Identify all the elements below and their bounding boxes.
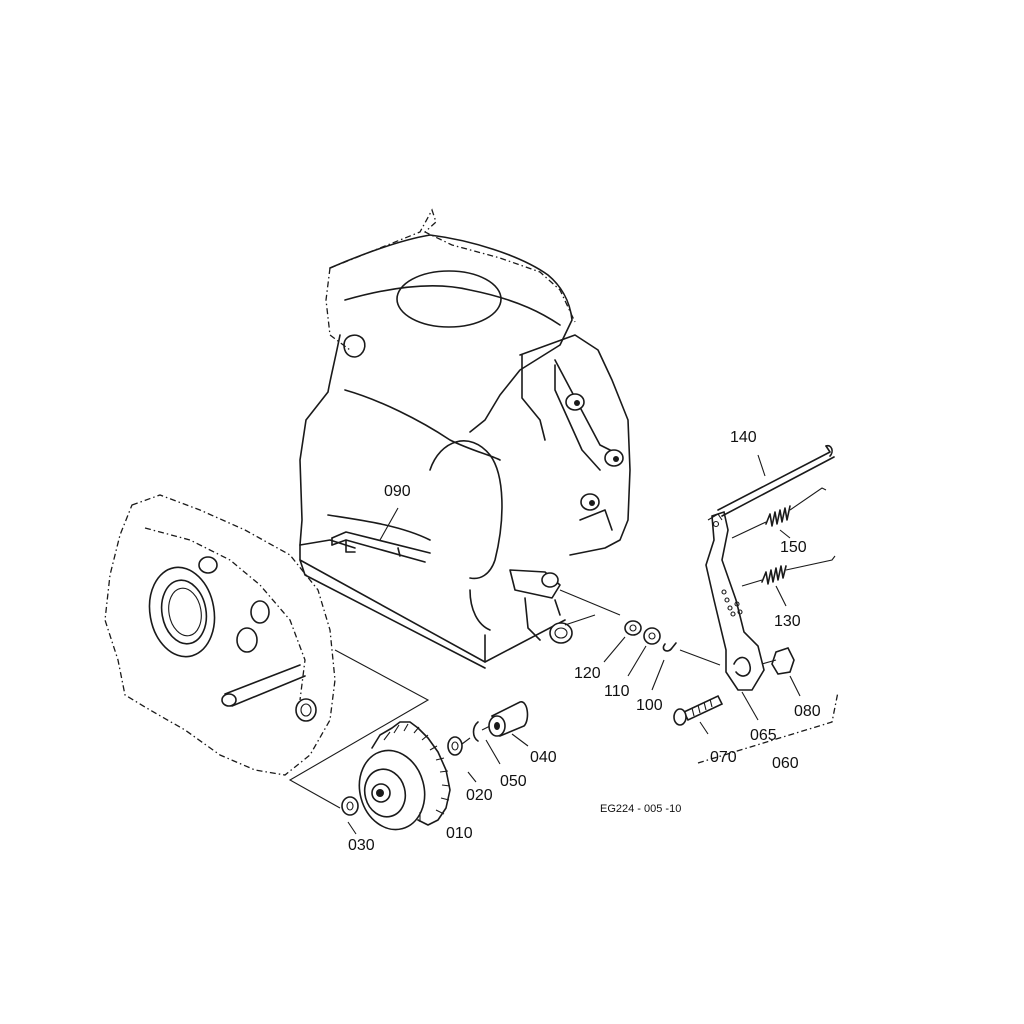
label-120: 120 [574, 665, 601, 682]
label-150: 150 [780, 539, 807, 556]
label-040: 040 [530, 749, 557, 766]
label-140: 140 [730, 429, 757, 446]
label-065: 065 [750, 727, 777, 744]
label-060: 060 [772, 755, 799, 772]
label-130: 130 [774, 613, 801, 630]
label-100: 100 [636, 697, 663, 714]
part-labels: 090 140 150 130 120 110 100 080 065 070 … [348, 429, 821, 854]
part-130-spring [741, 555, 836, 607]
gear-case-cover [104, 494, 430, 809]
figure-code: EG224 - 005 -10 [600, 803, 681, 815]
label-020: 020 [466, 787, 493, 804]
part-030-washer [341, 796, 359, 816]
governor-lever-assembly [624, 444, 839, 764]
engine-block [299, 208, 631, 669]
label-080: 080 [794, 703, 821, 720]
lever-adjust-holes [721, 589, 743, 617]
part-050-circlip [472, 721, 491, 742]
label-070: 070 [710, 749, 737, 766]
part-090-rod [331, 507, 431, 563]
part-150-spring [731, 487, 827, 539]
label-010: 010 [446, 825, 473, 842]
leader-lines [347, 636, 801, 835]
part-020-washer [447, 736, 471, 756]
label-110: 110 [604, 683, 630, 700]
part-140-rod [717, 444, 835, 517]
label-030: 030 [348, 837, 375, 854]
part-010-gear [358, 721, 451, 831]
part-040-shaft [488, 701, 529, 738]
label-090: 090 [384, 483, 411, 500]
label-050: 050 [500, 773, 527, 790]
